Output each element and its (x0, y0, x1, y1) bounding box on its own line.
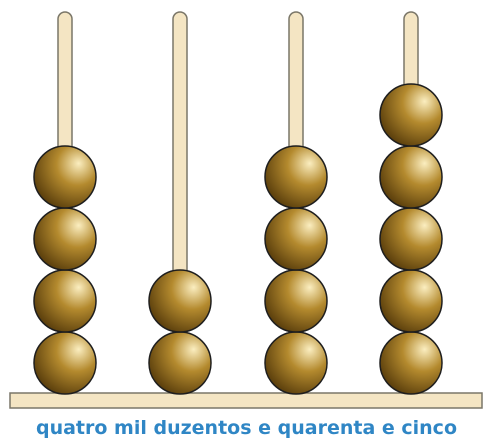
bead-tens (264, 269, 328, 333)
bead-thousands (33, 331, 97, 395)
bead-units (379, 269, 443, 333)
bead-units (379, 145, 443, 209)
bead-tens (264, 207, 328, 271)
bead-tens (264, 145, 328, 209)
bead-hundreds (148, 331, 212, 395)
bead-thousands (33, 207, 97, 271)
bead-thousands (33, 145, 97, 209)
abacus-base (9, 392, 483, 409)
bead-tens (264, 331, 328, 395)
bead-hundreds (148, 269, 212, 333)
bead-units (379, 83, 443, 147)
number-caption: quatro mil duzentos e quarenta e cinco (35, 417, 458, 439)
bead-units (379, 207, 443, 271)
bead-units (379, 331, 443, 395)
bead-thousands (33, 269, 97, 333)
abacus-diagram (9, 11, 483, 409)
